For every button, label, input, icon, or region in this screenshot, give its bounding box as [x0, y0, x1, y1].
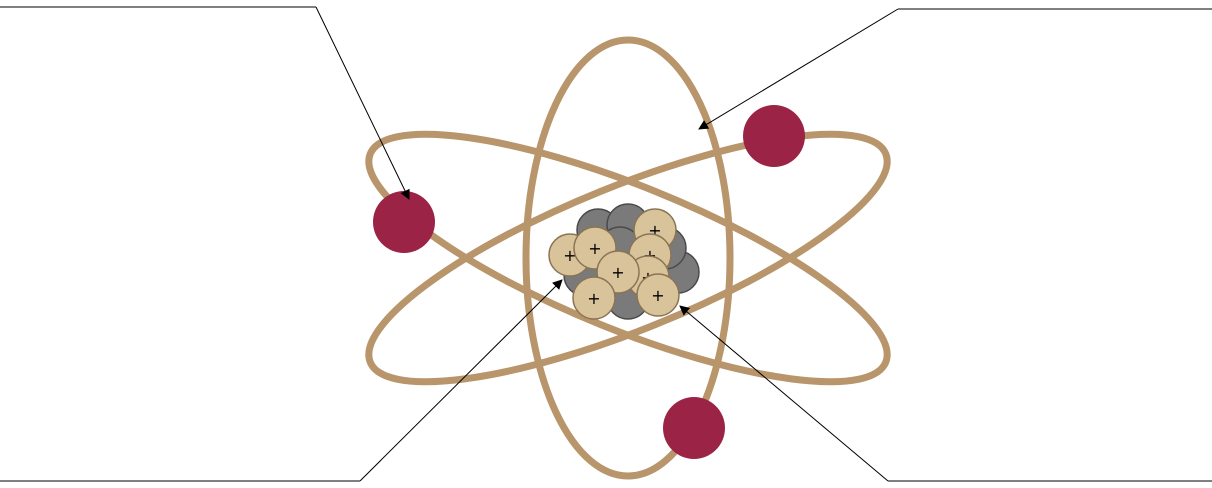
electron — [743, 105, 805, 167]
proton: + — [637, 274, 679, 316]
pointer-arrow-electron — [316, 7, 409, 199]
proton-symbol: + — [587, 289, 600, 308]
electron — [373, 191, 435, 253]
proton-symbol: + — [588, 239, 601, 258]
proton: + — [573, 277, 615, 319]
proton-symbol: + — [611, 263, 624, 282]
proton-symbol: + — [651, 286, 664, 305]
nucleus: + + + + + + + + — [549, 204, 699, 319]
electron — [663, 397, 725, 459]
pointer-arrow-orbit — [699, 9, 898, 129]
